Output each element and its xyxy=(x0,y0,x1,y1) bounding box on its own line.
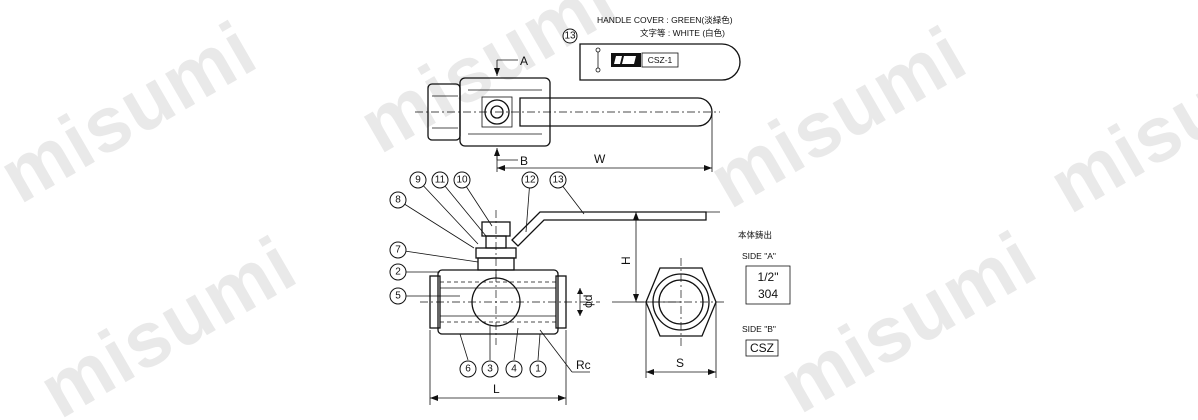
side-a-box xyxy=(745,265,791,305)
balloon-13-cover xyxy=(562,28,578,44)
top-view: A B W xyxy=(415,54,720,172)
side-a-size: 1/2" xyxy=(758,270,779,284)
dim-h-label: H xyxy=(619,256,633,265)
balloon-1: 1 xyxy=(535,364,541,375)
casting-marks: 本体鋳出 SIDE "A" 1/2" 304 SIDE "B" CSZ xyxy=(738,230,791,357)
watermark-text-2: misumi xyxy=(345,0,631,170)
dim-d-label: ϕd xyxy=(581,295,595,308)
side-a-label: SIDE "A" xyxy=(742,251,776,261)
balloon-9: 9 xyxy=(415,175,421,186)
handle-cover-detail: HANDLE COVER : GREEN(淡緑色) 文字等 : WHITE (白… xyxy=(562,15,741,81)
dim-s-label: S xyxy=(676,356,684,370)
side-b-value: CSZ xyxy=(750,341,774,355)
watermark-text-4: misumi xyxy=(1035,14,1198,230)
balloon-3: 3 xyxy=(487,364,493,375)
dim-w-label: W xyxy=(594,152,606,166)
handle-cover-color-note: HANDLE COVER : GREEN(淡緑色) xyxy=(597,15,733,25)
handle-cover-text-note: 文字等 : WHITE (白色) xyxy=(640,28,725,38)
front-view: L ϕd H Rc 9 11 xyxy=(389,171,720,405)
view-arrow-b-label: B xyxy=(520,154,528,168)
dim-l-label: L xyxy=(493,382,500,396)
balloon-5: 5 xyxy=(395,291,401,302)
dim-rc-label: Rc xyxy=(576,358,591,372)
balloon-8: 8 xyxy=(395,195,401,206)
balloon-4: 4 xyxy=(511,364,517,375)
watermark-text-6: misumi xyxy=(765,214,1051,420)
balloon-13: 13 xyxy=(552,175,564,186)
handle-cover-outline xyxy=(579,43,741,81)
balloon-6: 6 xyxy=(465,364,471,375)
cover-code-box xyxy=(641,52,679,68)
part-balloons: 9 11 10 12 13 8 7 2 5 6 3 4 1 xyxy=(389,171,585,378)
balloon-13-cover-label: 13 xyxy=(564,31,576,42)
balloon-12: 12 xyxy=(524,175,536,186)
view-arrow-a-label: A xyxy=(520,54,528,68)
side-b-label: SIDE "B" xyxy=(742,324,776,334)
balloon-7: 7 xyxy=(395,245,401,256)
watermark-text-5: misumi xyxy=(25,219,311,420)
casting-title: 本体鋳出 xyxy=(738,230,772,240)
side-b-box xyxy=(745,339,779,357)
watermark-text-1: misumi xyxy=(0,4,270,220)
cover-code-text: CSZ-1 xyxy=(648,55,673,65)
watermark-text-3: misumi xyxy=(695,9,981,225)
balloon-11: 11 xyxy=(435,175,446,186)
balloon-2: 2 xyxy=(395,267,401,278)
side-view: S xyxy=(636,258,726,378)
side-a-material: 304 xyxy=(758,287,778,301)
lever-handle xyxy=(511,211,707,247)
balloon-10: 10 xyxy=(456,175,468,186)
